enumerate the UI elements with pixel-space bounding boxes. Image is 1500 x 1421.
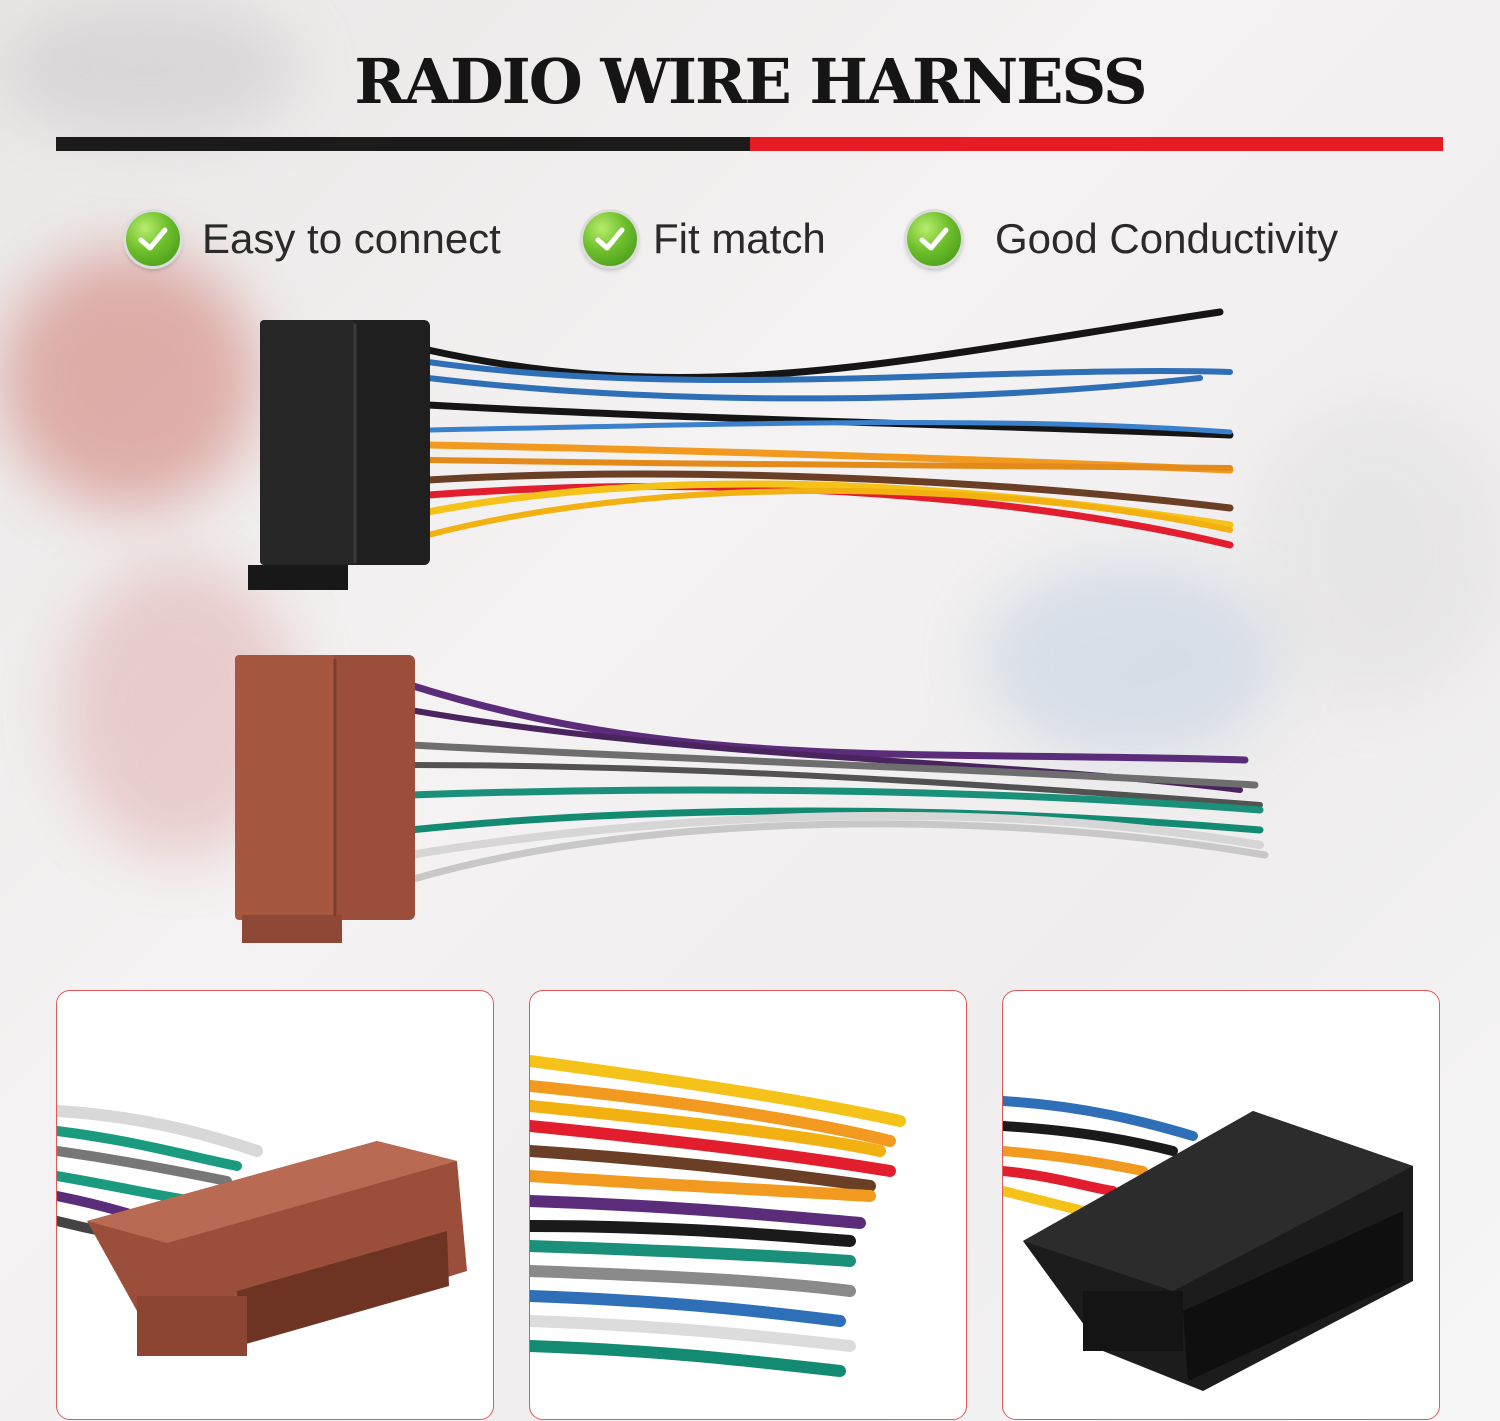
brown-connector-closeup xyxy=(57,1105,467,1356)
detail-panel-black-connector xyxy=(1002,990,1440,1420)
feature-label: Easy to connect xyxy=(202,215,501,262)
feature-easy-to-connect: Easy to connect xyxy=(126,208,501,270)
feature-label: Good Conductivity xyxy=(995,215,1339,262)
page-title: RADIO WIRE HARNESS xyxy=(354,45,1147,118)
feature-label: Fit match xyxy=(653,215,826,262)
black-connector-harness xyxy=(248,308,1234,590)
check-icon xyxy=(583,212,637,266)
feature-fit-match: Fit match xyxy=(583,208,826,270)
title-divider xyxy=(56,137,1443,151)
detail-panel-brown-connector xyxy=(56,990,494,1420)
detail-panel-color-wires xyxy=(529,990,967,1420)
feature-good-conductivity: Good Conductivity xyxy=(907,208,1338,270)
black-connector-closeup xyxy=(1003,1096,1413,1391)
color-wires-closeup xyxy=(530,1055,906,1377)
check-icon xyxy=(126,212,180,266)
hero-harness-illustration xyxy=(235,308,1269,943)
brown-connector-harness xyxy=(235,655,1269,943)
check-icon xyxy=(907,212,961,266)
